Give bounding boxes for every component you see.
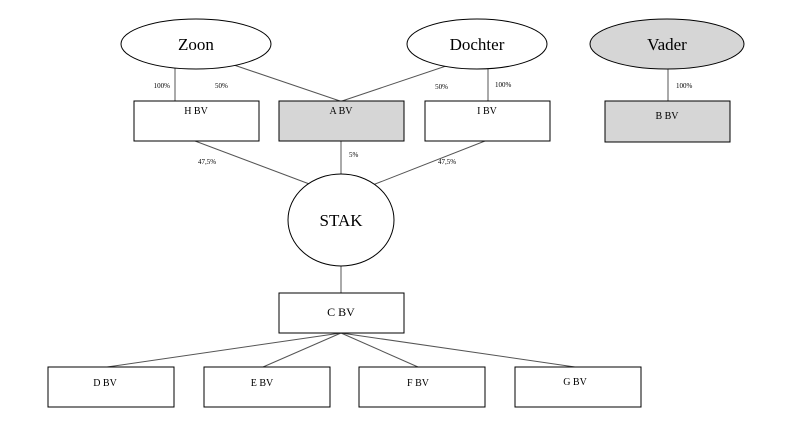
edge-i-stak <box>364 140 486 189</box>
c-bv-box <box>278 292 405 334</box>
vader-ellipse <box>589 18 745 70</box>
pct-zoon-a: 50% <box>215 82 228 90</box>
h-bv-label: H BV <box>184 106 208 117</box>
pct-dochter-a: 50% <box>435 83 448 91</box>
a-bv-box <box>278 100 405 142</box>
pct-dochter-i: 100% <box>495 81 512 89</box>
node-h-bv: H BV <box>133 100 260 142</box>
i-bv-label: I BV <box>477 106 498 117</box>
edge-c-f <box>340 332 419 368</box>
pct-vader-b: 100% <box>676 82 693 90</box>
d-bv-label: D BV <box>93 378 117 389</box>
b-bv-box <box>604 100 731 143</box>
edge-c-e <box>262 332 342 368</box>
h-bv-box <box>133 100 260 142</box>
node-stak: STAK <box>287 173 395 267</box>
edge-c-g <box>340 332 576 368</box>
d-bv-box <box>47 366 175 408</box>
a-bv-label: A BV <box>329 106 353 117</box>
b-bv-label: B BV <box>655 111 679 122</box>
node-a-bv: A BV <box>278 100 405 142</box>
pct-zoon-h: 100% <box>154 82 171 90</box>
pct-a-stak: 5% <box>349 151 359 159</box>
node-c-bv: C BV <box>278 292 405 334</box>
e-bv-box <box>203 366 331 408</box>
node-f-bv: F BV <box>358 366 486 408</box>
vader-label: Vader <box>647 35 687 54</box>
e-bv-label: E BV <box>251 378 274 389</box>
zoon-label: Zoon <box>178 35 214 54</box>
c-bv-label: C BV <box>327 305 355 319</box>
g-bv-box <box>514 366 642 408</box>
percentage-labels: 100% 50% 50% 100% 100% 47,5% 5% 47,5% <box>154 81 693 166</box>
node-zoon: Zoon <box>120 18 272 70</box>
zoon-ellipse <box>120 18 272 70</box>
dochter-ellipse <box>406 18 548 70</box>
pct-i-stak: 47,5% <box>438 158 456 166</box>
node-e-bv: E BV <box>203 366 331 408</box>
node-b-bv: B BV <box>604 100 731 143</box>
node-g-bv: G BV <box>514 366 642 408</box>
edge-dochter-a <box>341 62 456 102</box>
edge-h-stak <box>194 140 321 189</box>
f-bv-label: F BV <box>407 378 430 389</box>
f-bv-box <box>358 366 486 408</box>
node-i-bv: I BV <box>424 100 551 142</box>
stak-label: STAK <box>319 211 363 230</box>
stak-ellipse <box>287 173 395 267</box>
g-bv-label: G BV <box>563 377 587 388</box>
node-vader: Vader <box>589 18 745 70</box>
edge-zoon-a <box>227 62 341 102</box>
edge-c-d <box>106 332 342 368</box>
node-dochter: Dochter <box>406 18 548 70</box>
dochter-label: Dochter <box>450 35 505 54</box>
pct-h-stak: 47,5% <box>198 158 216 166</box>
i-bv-box <box>424 100 551 142</box>
node-d-bv: D BV <box>47 366 175 408</box>
connectors <box>106 62 669 368</box>
